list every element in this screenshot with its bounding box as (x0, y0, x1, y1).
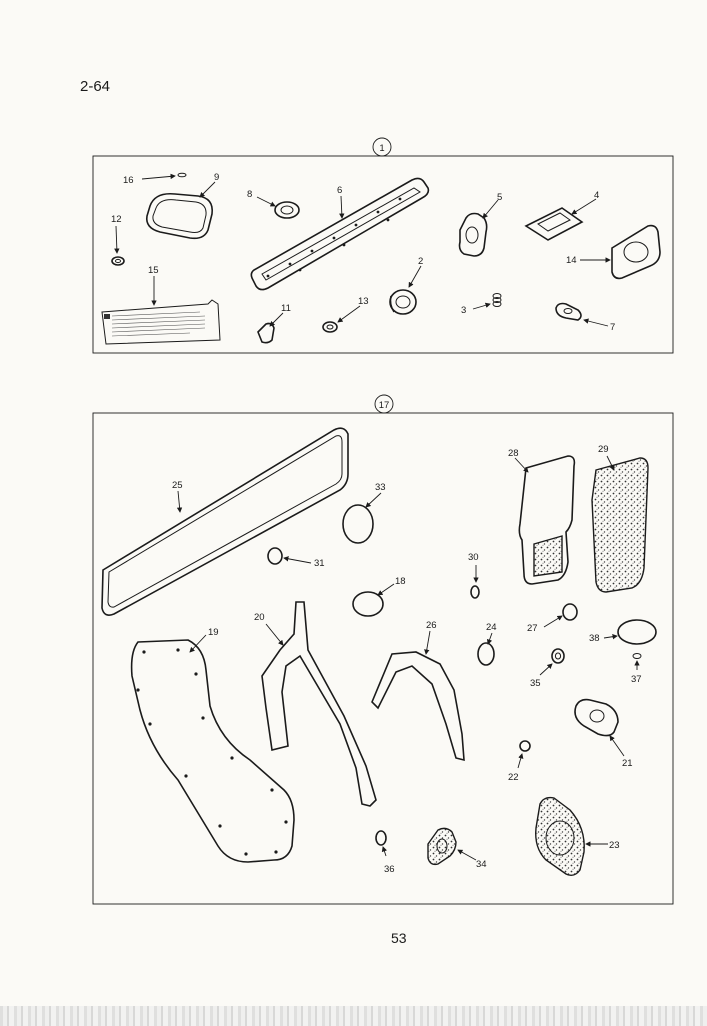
label-20: 20 (254, 612, 265, 623)
part-28-gasket (518, 455, 576, 585)
scan-edge (0, 1006, 707, 1026)
part-29-gasket (591, 457, 649, 593)
part-36-ring (375, 830, 387, 846)
kit-upper: 1 16 9 8 6 5 (92, 137, 674, 354)
part-6-gasket (250, 177, 430, 291)
label-38: 38 (589, 633, 600, 644)
part-19-timing-gasket (130, 639, 295, 863)
part-27-ring (562, 603, 578, 621)
label-21: 21 (622, 758, 633, 769)
label-30: 30 (468, 552, 479, 563)
label-34: 34 (476, 859, 487, 870)
kit-upper-frame (92, 155, 674, 354)
part-8-seal (274, 201, 300, 219)
label-13: 13 (358, 296, 369, 307)
part-4-gasket (524, 207, 584, 241)
part-7-gasket (555, 302, 582, 321)
part-9-gasket (145, 192, 214, 240)
part-18-ring (352, 591, 384, 617)
part-20-gasket (261, 601, 377, 807)
label-4: 4 (594, 190, 599, 201)
label-5: 5 (497, 192, 502, 203)
part-13-washer (322, 321, 338, 333)
label-16: 16 (123, 175, 134, 186)
label-23: 23 (609, 840, 620, 851)
part-33-o-ring (342, 504, 374, 544)
label-24: 24 (486, 622, 497, 633)
part-22-ring (519, 740, 531, 752)
label-36: 36 (384, 864, 395, 875)
label-33: 33 (375, 482, 386, 493)
label-28: 28 (508, 448, 519, 459)
kit-lower-callout-circle (374, 394, 394, 414)
label-15: 15 (148, 265, 159, 276)
label-2: 2 (418, 256, 423, 267)
label-29: 29 (598, 444, 609, 455)
label-14: 14 (566, 255, 577, 266)
part-16-ring (177, 172, 187, 178)
part-24-o-ring (477, 642, 495, 666)
part-25-pan-gasket (101, 427, 349, 616)
kit-upper-callout-circle (372, 137, 392, 157)
kit-lower-callout: 17 (379, 400, 390, 411)
label-19: 19 (208, 627, 219, 638)
part-30-grommet (470, 585, 480, 599)
part-35-seal (551, 648, 565, 664)
kit-lower: 17 25 33 28 29 31 30 18 (92, 394, 674, 905)
label-35: 35 (530, 678, 541, 689)
label-12: 12 (111, 214, 122, 225)
label-37: 37 (631, 674, 642, 685)
part-38-ring (617, 619, 657, 645)
part-5-gasket (458, 212, 488, 257)
page-number-bottom: 53 (391, 930, 407, 946)
kit-upper-callout: 1 (379, 143, 384, 154)
label-8: 8 (247, 189, 252, 200)
part-23-gasket (535, 796, 585, 877)
label-11: 11 (281, 303, 291, 314)
label-31: 31 (314, 558, 325, 569)
label-9: 9 (214, 172, 219, 183)
part-31-ring (267, 547, 283, 565)
label-7: 7 (610, 322, 615, 333)
part-37-ring (632, 653, 642, 659)
part-3-grommet (492, 293, 502, 307)
part-21-gasket (574, 698, 619, 737)
part-15-instruction-sheet (101, 299, 221, 345)
label-22: 22 (508, 772, 519, 783)
part-26-gasket (371, 651, 465, 762)
page-number-top: 2-64 (80, 78, 111, 95)
part-11-clip (257, 322, 275, 344)
label-25: 25 (172, 480, 183, 491)
part-34-gasket (427, 827, 457, 866)
label-6: 6 (337, 185, 342, 196)
part-14-gasket (611, 224, 661, 280)
label-18: 18 (395, 576, 406, 587)
label-27: 27 (527, 623, 538, 634)
label-3: 3 (461, 305, 466, 316)
part-12-washer (111, 256, 125, 266)
label-26: 26 (426, 620, 437, 631)
